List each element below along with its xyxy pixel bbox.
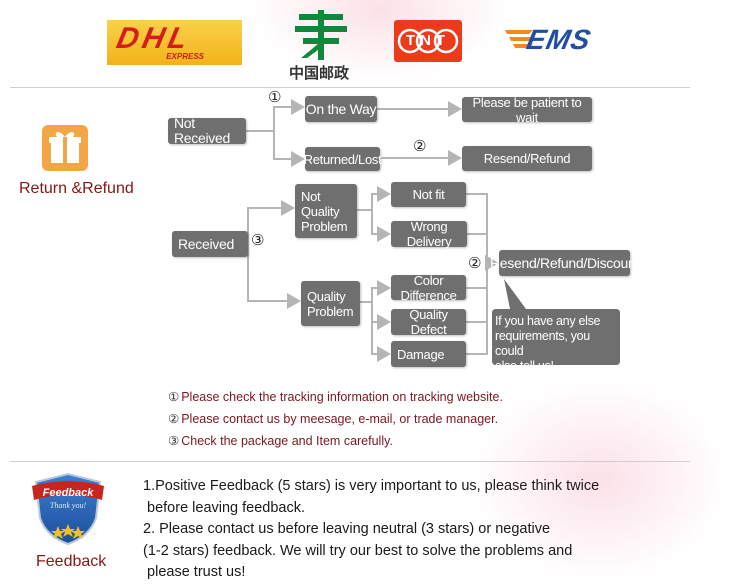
not-quality-problem-box: Not Quality Problem bbox=[295, 184, 357, 238]
feedback-line-3: 2. Please contact us before leaving neut… bbox=[143, 521, 551, 537]
returned-lost-box: Returned/Lost bbox=[304, 147, 382, 171]
received-box: Received bbox=[172, 231, 248, 257]
tnt-logo: TNT bbox=[394, 20, 462, 62]
resend-refund-box: Resend/Refund bbox=[462, 146, 592, 171]
on-the-way-box: On the Way bbox=[305, 96, 377, 122]
divider-top bbox=[10, 87, 690, 88]
quality-problem-line-1: Quality bbox=[307, 288, 346, 304]
wrong-delivery-box: Wrong Delivery bbox=[391, 219, 467, 249]
note-2-text: Please contact us by meesage, e-mail, or… bbox=[181, 412, 499, 426]
step-one-marker: ① bbox=[268, 88, 282, 106]
china-post-logo-icon bbox=[295, 10, 347, 60]
bubble-line-3: also tell us! bbox=[495, 359, 554, 373]
china-post-logo-text: 中国邮政 bbox=[288, 64, 349, 82]
divider-bottom bbox=[10, 461, 690, 462]
quality-problem-line-2: Problem bbox=[307, 303, 354, 319]
color-difference-box: Color Difference bbox=[391, 273, 466, 303]
quality-problem-box: Quality Problem bbox=[301, 281, 360, 326]
not-fit-box: Not fit bbox=[391, 182, 466, 207]
damage-box: Damage bbox=[391, 341, 466, 367]
speech-bubble-shape bbox=[492, 279, 620, 365]
step-three-marker: ③ bbox=[251, 231, 265, 249]
bubble-line-2: requirements, you could bbox=[495, 329, 590, 358]
step-two-marker-top: ② bbox=[413, 137, 427, 155]
feedback-line-1: 1.Positive Feedback (5 stars) is very im… bbox=[143, 478, 600, 494]
return-refund-title: Return &Refund bbox=[19, 180, 134, 197]
resend-refund-discount-box: Resend/Refund/Discount bbox=[490, 250, 639, 276]
note-1-text: Please check the tracking information on… bbox=[181, 390, 503, 404]
dhl-logo: DHL EXPRESS bbox=[107, 20, 242, 65]
note-1-number: ① bbox=[168, 389, 180, 404]
not-quality-line-3: Problem bbox=[301, 218, 348, 234]
feedback-line-2: before leaving feedback. bbox=[143, 499, 306, 516]
gift-icon bbox=[42, 125, 88, 171]
not-quality-line-1: Not bbox=[301, 188, 321, 204]
feedback-line-5: please trust us! bbox=[143, 564, 246, 580]
note-3-number: ③ bbox=[168, 433, 180, 448]
ems-wing-icon bbox=[505, 30, 533, 48]
step-two-marker-bottom: ② bbox=[468, 254, 482, 272]
note-3-text: Check the package and Item carefully. bbox=[181, 434, 393, 448]
feedback-title: Feedback bbox=[36, 553, 107, 570]
svg-text:Thank you!: Thank you! bbox=[50, 501, 87, 510]
not-quality-line-2: Quality bbox=[301, 203, 340, 219]
tnt-logo-text: TNT bbox=[405, 32, 451, 49]
note-2-number: ② bbox=[168, 411, 180, 426]
patient-wait-box: Please be patient to wait bbox=[462, 95, 592, 125]
speech-bubble-text: If you have any else requirements, you c… bbox=[495, 314, 619, 374]
feedback-text: 1.Positive Feedback (5 stars) is very im… bbox=[143, 476, 599, 584]
feedback-shield-icon: Feedback Thank you! bbox=[32, 472, 104, 546]
svg-text:Feedback: Feedback bbox=[43, 487, 95, 499]
not-received-box: Not Received bbox=[168, 116, 246, 146]
quality-defect-box: Quality Defect bbox=[391, 307, 466, 337]
dhl-logo-subtext: EXPRESS bbox=[166, 52, 204, 61]
bubble-line-1: If you have any else bbox=[495, 314, 601, 328]
feedback-line-4: (1-2 stars) feedback. We will try our be… bbox=[143, 542, 573, 559]
